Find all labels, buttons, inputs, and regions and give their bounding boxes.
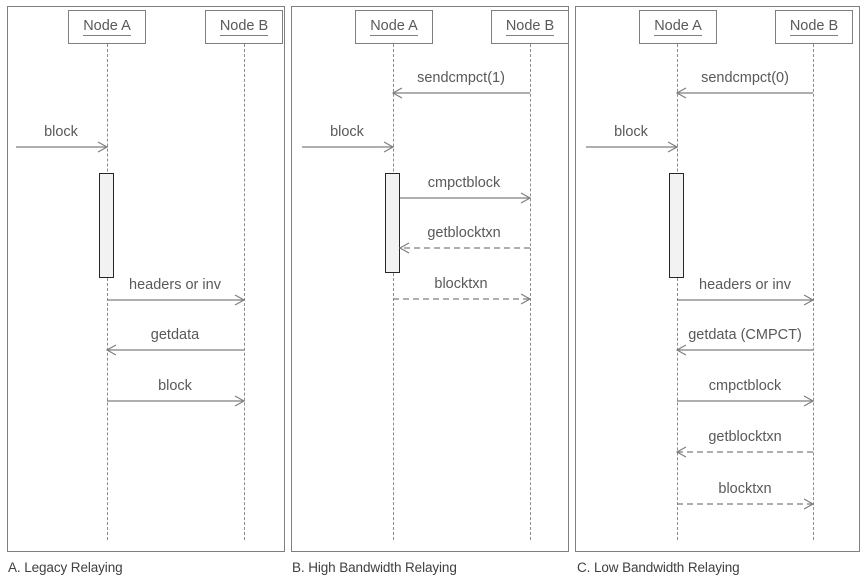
- panel-caption-c: C. Low Bandwidth Relaying: [577, 560, 740, 575]
- message-label-a-getdata: getdata: [150, 327, 200, 343]
- participant-label: Node A: [654, 18, 702, 37]
- participant-box-b-node-a[interactable]: Node A: [355, 10, 433, 44]
- message-label-c-sendcmpct-0: sendcmpct(0): [701, 70, 789, 86]
- participant-box-a-node-a[interactable]: Node A: [68, 10, 146, 44]
- participant-label: Node B: [219, 18, 269, 37]
- message-label-b-blocktxn: blocktxn: [434, 276, 488, 292]
- activation-bar-a: [99, 173, 114, 278]
- activation-bar-b: [385, 173, 400, 273]
- participant-box-b-node-b[interactable]: Node B: [491, 10, 569, 44]
- panel-c: [575, 6, 860, 552]
- message-label-c-blocktxn: blocktxn: [718, 481, 772, 497]
- message-label-c-headers-or-inv: headers or inv: [699, 277, 791, 293]
- message-label-a-headers-or-inv: headers or inv: [129, 277, 221, 293]
- participant-label: Node B: [505, 18, 555, 37]
- participant-label: Node B: [789, 18, 839, 37]
- message-label-b-cmpctblock: cmpctblock: [427, 175, 501, 191]
- message-label-b-block: block: [330, 124, 364, 140]
- panel-a: [7, 6, 285, 552]
- message-label-c-block: block: [614, 124, 648, 140]
- activation-bar-c: [669, 173, 684, 278]
- message-label-b-getblocktxn: getblocktxn: [427, 225, 501, 241]
- message-label-c-getdata-cmpct: getdata (CMPCT): [688, 327, 802, 343]
- lifeline-1: [244, 44, 245, 540]
- message-label-c-getblocktxn: getblocktxn: [708, 429, 782, 445]
- participant-label: Node A: [83, 18, 131, 37]
- participant-box-a-node-b[interactable]: Node B: [205, 10, 283, 44]
- lifeline-2: [393, 44, 394, 540]
- participant-box-c-node-a[interactable]: Node A: [639, 10, 717, 44]
- lifeline-4: [677, 44, 678, 540]
- lifeline-0: [107, 44, 108, 540]
- message-label-c-cmpctblock: cmpctblock: [708, 378, 782, 394]
- lifeline-3: [530, 44, 531, 540]
- panel-caption-a: A. Legacy Relaying: [8, 560, 123, 575]
- message-label-a-block: block: [158, 378, 192, 394]
- participant-box-c-node-b[interactable]: Node B: [775, 10, 853, 44]
- panel-caption-b: B. High Bandwidth Relaying: [292, 560, 457, 575]
- message-label-a-block: block: [44, 124, 78, 140]
- participant-label: Node A: [370, 18, 418, 37]
- message-label-b-sendcmpct-1: sendcmpct(1): [417, 70, 505, 86]
- lifeline-5: [813, 44, 814, 540]
- panel-b: [291, 6, 569, 552]
